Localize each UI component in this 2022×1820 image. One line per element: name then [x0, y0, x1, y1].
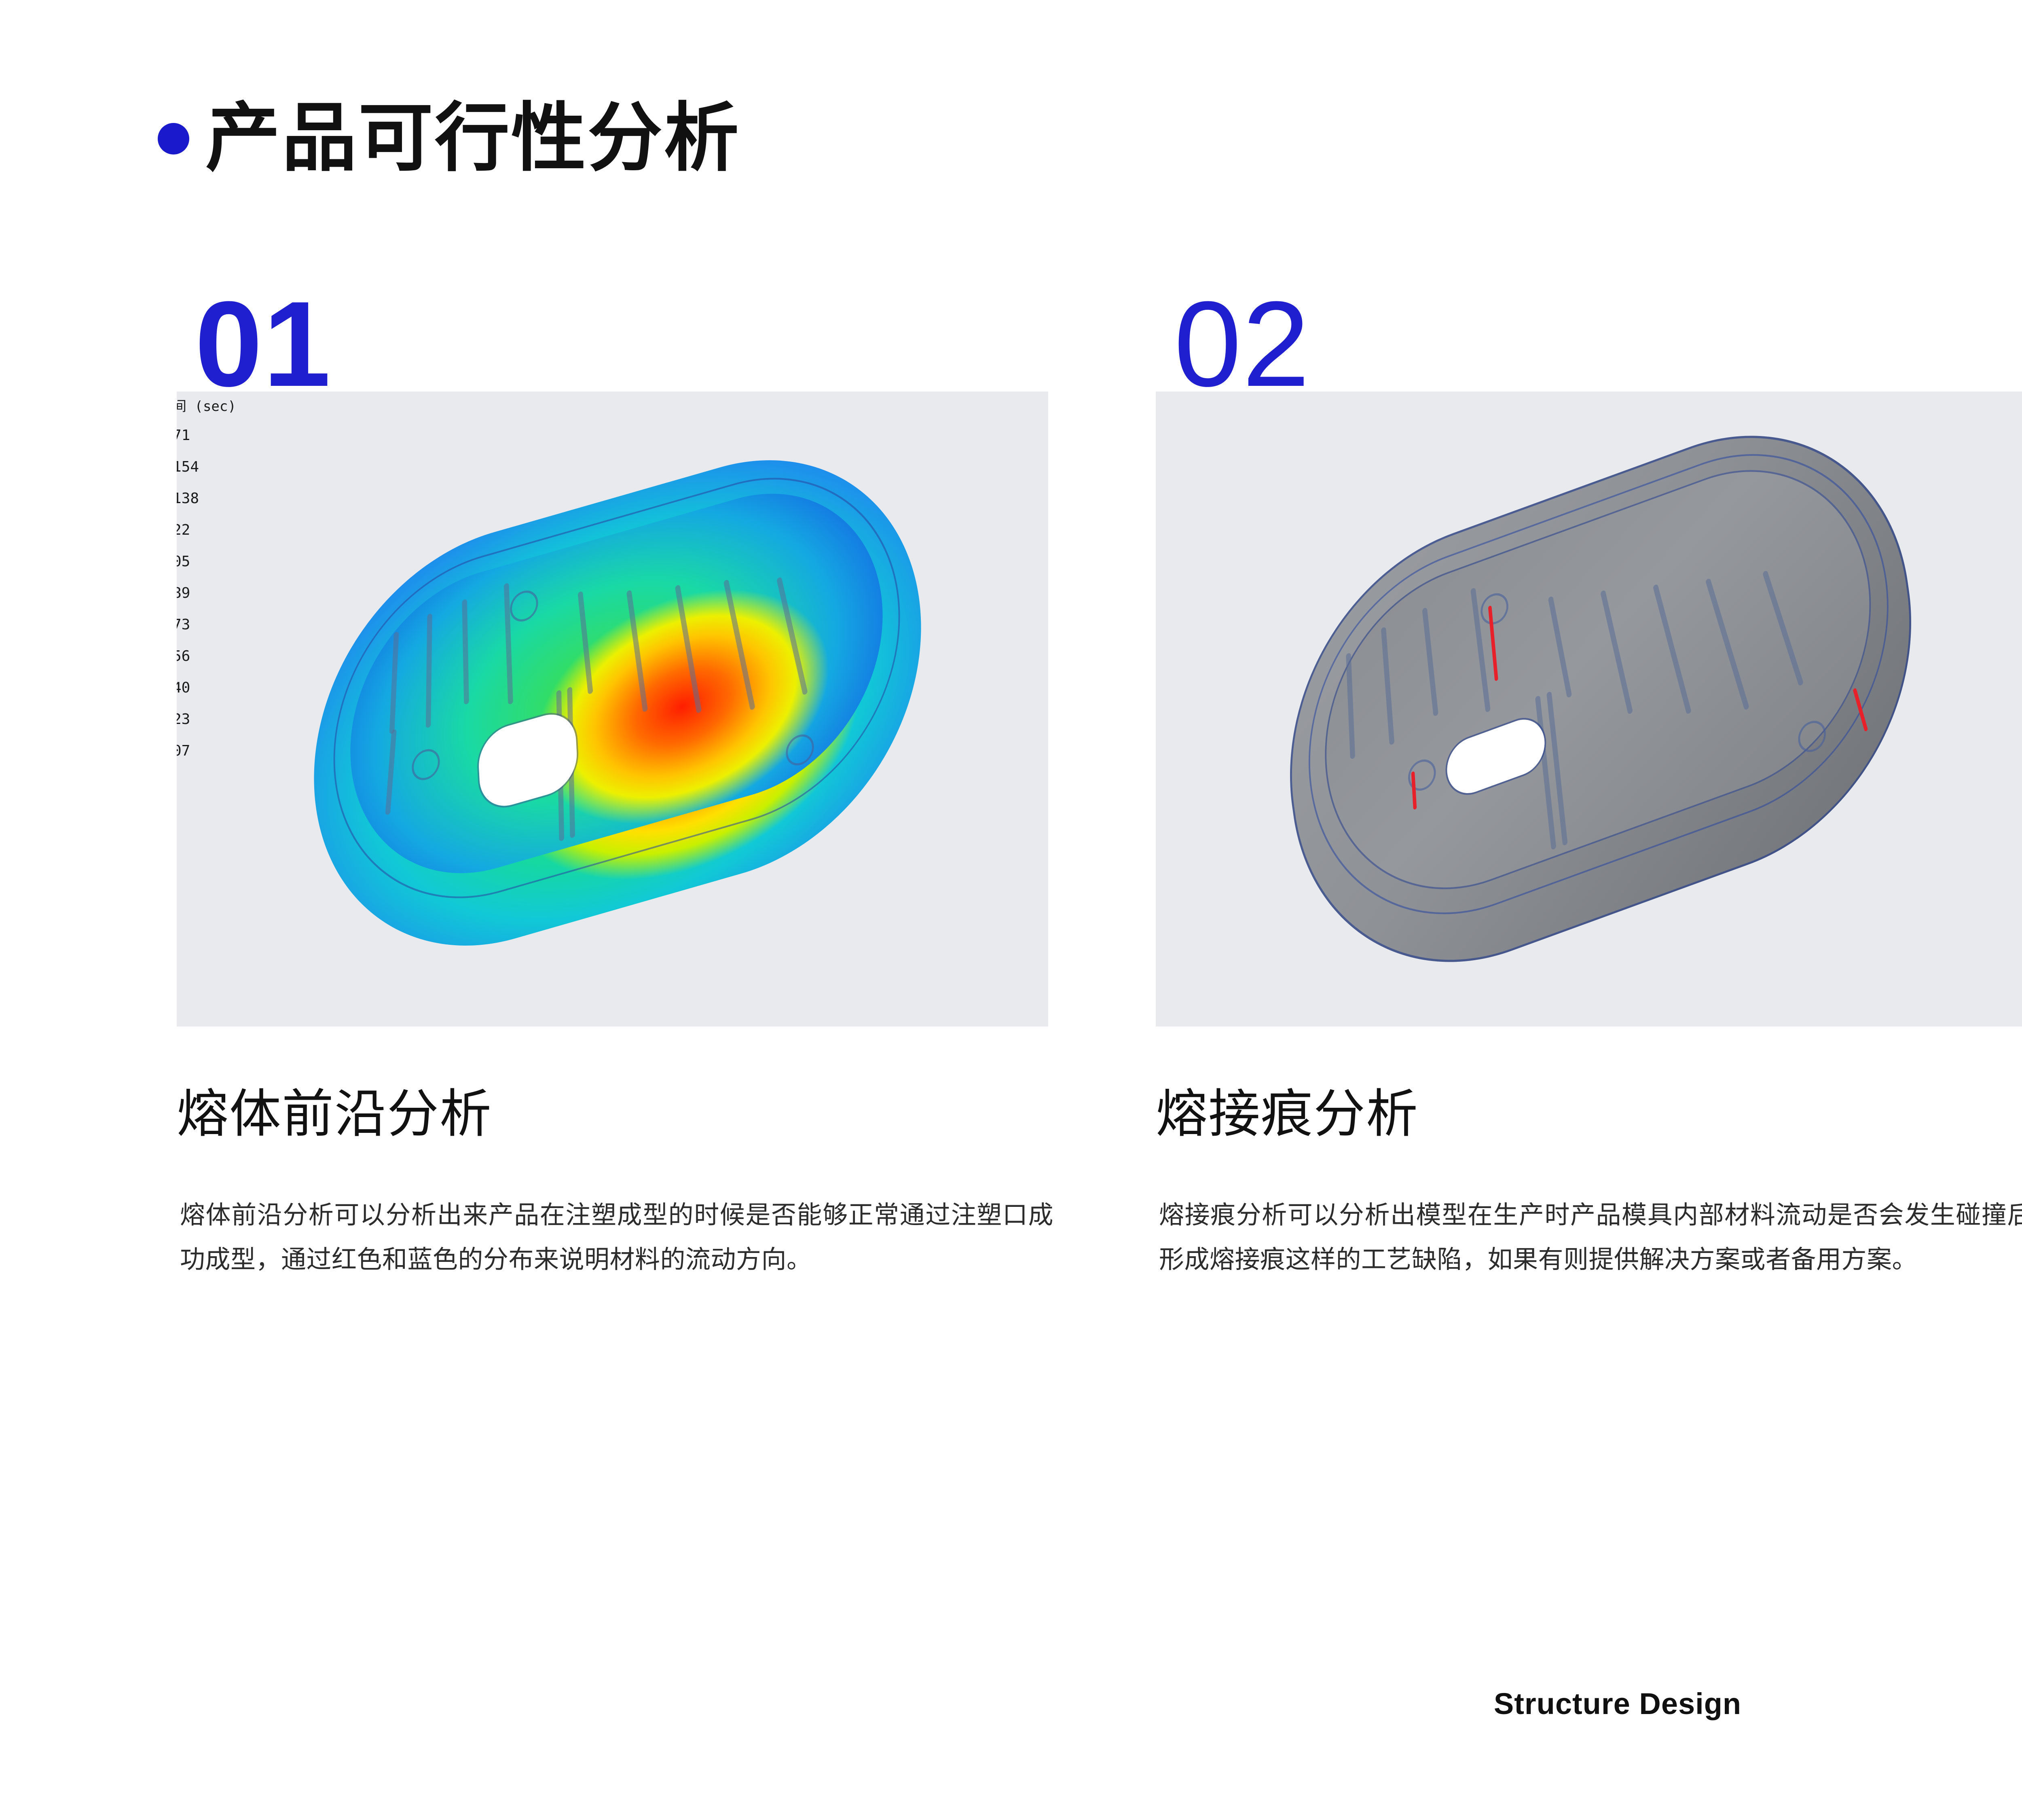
shell-rib [1548, 595, 1572, 698]
colorbar-tick: 23 [177, 711, 190, 728]
moldflow-viewport-2 [1156, 392, 2022, 1026]
colorbar-title: 间 (sec) [177, 398, 236, 415]
title-bullet-dot [158, 123, 189, 154]
column-heading-2: 熔接痕分析 [1156, 1085, 1419, 1143]
colorbar-tick: 22 [177, 522, 190, 538]
shell-rib [1381, 626, 1395, 745]
shell-boss [1478, 589, 1510, 629]
colorbar-tick: 89 [177, 585, 190, 601]
shell-rib [626, 589, 648, 713]
colorbar-tick: 07 [177, 743, 190, 759]
shell-rib [1600, 590, 1633, 715]
shell-rib [723, 579, 755, 711]
shell-boss [411, 745, 441, 784]
shell-rib [675, 584, 702, 714]
shell-boss [509, 587, 539, 625]
colorbar-tick: 05 [177, 553, 190, 570]
weld-line-analysis-image [1156, 392, 2022, 1026]
shell-rib [1346, 652, 1356, 760]
shell-rib [577, 590, 593, 695]
shell-rib [1762, 570, 1804, 687]
shell-rib-group [1263, 392, 1937, 1020]
colorbar-tick: 73 [177, 616, 190, 633]
column-body-1: 熔体前沿分析可以分析出来产品在注塑成型的时候是否能够正常通过注塑口成功成型，通过… [180, 1201, 1053, 1274]
slide-header: 产品可行性分析 PORTFOLIO [0, 0, 2022, 226]
colorbar-tick: 138 [177, 490, 199, 507]
colorbar-legend: 间 (sec) 71 154 138 22 05 89 73 56 40 23 … [177, 400, 236, 767]
shell-rib [1705, 578, 1750, 711]
colorbar-tick: 40 [177, 679, 190, 696]
shell-boss [1796, 717, 1828, 756]
colorbar-tick: 56 [177, 648, 190, 665]
cad-model-weld-line [1263, 392, 1938, 1020]
colorbar-tick: 71 [177, 427, 190, 444]
column-heading-1: 熔体前沿分析 [177, 1085, 493, 1143]
shell-rib [385, 729, 397, 815]
shell-rib [425, 613, 432, 728]
moldflow-viewport-1: 间 (sec) 71 154 138 22 05 89 73 56 40 23 … [177, 392, 1048, 1026]
shell-rib [776, 576, 808, 696]
shell-rib-group [304, 413, 931, 993]
shell-rib [1652, 584, 1692, 715]
melt-front-analysis-image: 间 (sec) 71 154 138 22 05 89 73 56 40 23 … [177, 392, 1048, 1026]
shell-boss [785, 731, 815, 769]
page-title-text: 产品可行性分析 [205, 97, 740, 180]
shell-rib [1422, 607, 1439, 717]
column-body-2: 熔接痕分析可以分析出模型在生产时产品模具内部材料流动是否会发生碰撞后形成熔接痕这… [1159, 1201, 2022, 1274]
cad-model-melt-front [303, 413, 932, 993]
shell-rib [389, 631, 399, 734]
page-title: 产品可行性分析 [158, 101, 740, 176]
colorbar-tick: 154 [177, 459, 199, 475]
step-number-1: 01 [195, 276, 332, 412]
shell-rib [462, 599, 469, 705]
step-number-2: 02 [1174, 276, 1311, 412]
footer-label: Structure Design [1493, 1687, 1742, 1721]
weld-line-marker [1853, 688, 1868, 732]
